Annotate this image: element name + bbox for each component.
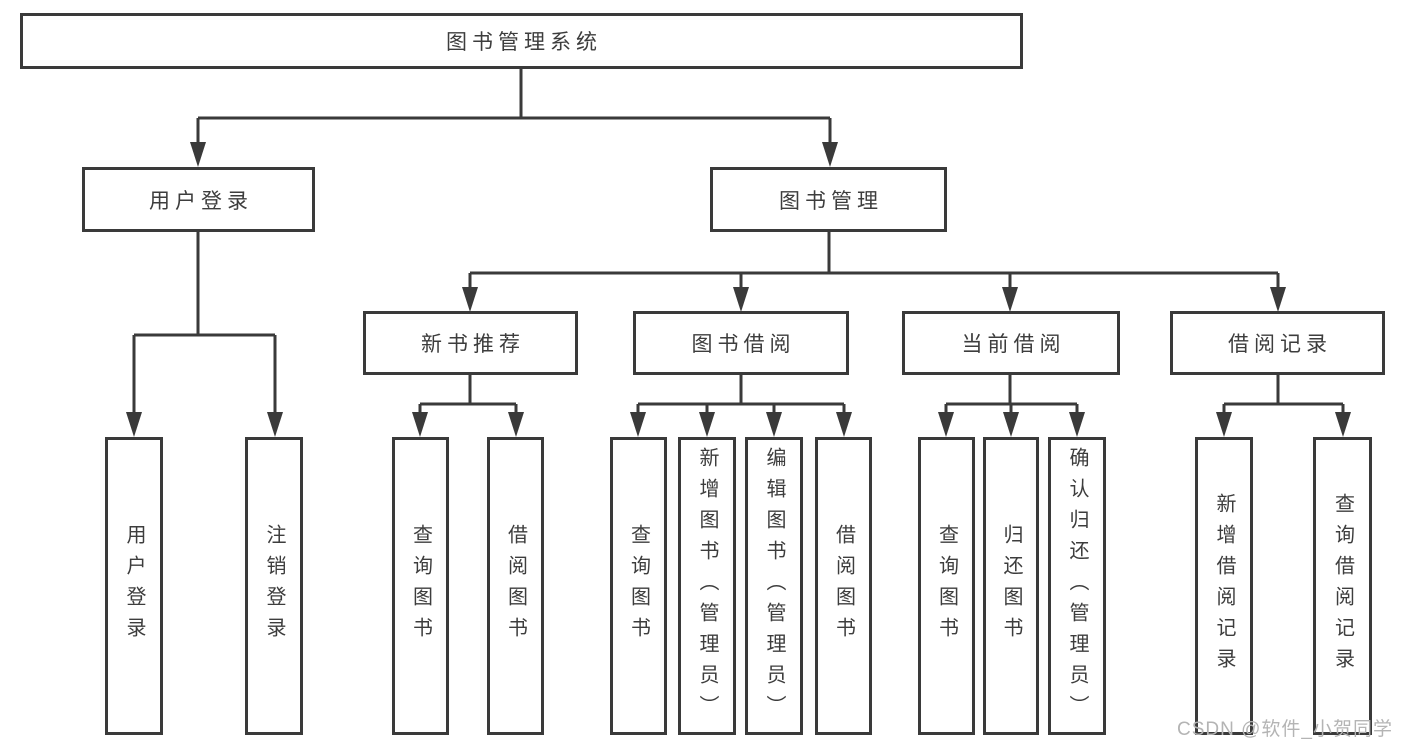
- node-new-book-recommend-label: 新书推荐: [421, 333, 525, 356]
- leaf-query-book-1-label: 查询图书: [409, 524, 432, 648]
- leaf-query-book-2: 查询图书: [610, 437, 667, 735]
- node-user-login: 用户登录: [82, 167, 315, 232]
- leaf-return-book: 归还图书: [983, 437, 1039, 735]
- watermark: CSDN @软件_小贺同学: [1177, 719, 1393, 740]
- leaf-add-borrow-record-label: 新增借阅记录: [1213, 493, 1235, 679]
- leaf-query-book-2-label: 查询图书: [627, 524, 650, 648]
- leaf-query-book-3-label: 查询图书: [935, 524, 958, 648]
- node-book-management-label: 图书管理: [779, 189, 883, 213]
- leaf-user-login: 用户登录: [105, 437, 163, 735]
- leaf-borrow-book-1-label: 借阅图书: [504, 524, 527, 648]
- leaf-edit-book-admin: 编辑图书（管理员）: [745, 437, 803, 735]
- node-system-root: 图书管理系统: [20, 13, 1023, 69]
- node-book-management: 图书管理: [710, 167, 947, 232]
- leaf-add-book-admin: 新增图书（管理员）: [678, 437, 736, 735]
- leaf-borrow-book-2: 借阅图书: [815, 437, 872, 735]
- node-current-borrow-label: 当前借阅: [961, 333, 1066, 356]
- node-book-borrow: 图书借阅: [633, 311, 849, 375]
- node-user-login-label: 用户登录: [149, 189, 253, 213]
- leaf-borrow-book-1: 借阅图书: [487, 437, 544, 735]
- leaf-add-borrow-record: 新增借阅记录: [1195, 437, 1253, 735]
- leaf-add-book-admin-label: 新增图书（管理员）: [696, 446, 718, 726]
- leaf-logout: 注销登录: [245, 437, 303, 735]
- leaf-logout-label: 注销登录: [263, 524, 285, 648]
- leaf-query-borrow-record-label: 查询借阅记录: [1331, 493, 1354, 679]
- leaf-borrow-book-2-label: 借阅图书: [832, 524, 855, 648]
- node-book-borrow-label: 图书借阅: [691, 333, 796, 356]
- connector-tree-lines: [132, 69, 1345, 414]
- leaf-query-book-3: 查询图书: [918, 437, 975, 735]
- node-borrow-records-label: 借阅记录: [1228, 333, 1332, 356]
- node-system-root-label: 图书管理系统: [446, 31, 602, 54]
- node-new-book-recommend: 新书推荐: [363, 311, 578, 375]
- leaf-edit-book-admin-label: 编辑图书（管理员）: [763, 446, 785, 726]
- node-borrow-records: 借阅记录: [1170, 311, 1385, 375]
- leaf-confirm-return-admin-label: 确认归还（管理员）: [1066, 446, 1088, 726]
- leaf-return-book-label: 归还图书: [1000, 524, 1022, 648]
- leaf-query-book-1: 查询图书: [392, 437, 449, 735]
- leaf-query-borrow-record: 查询借阅记录: [1313, 437, 1372, 735]
- leaf-confirm-return-admin: 确认归还（管理员）: [1048, 437, 1106, 735]
- node-current-borrow: 当前借阅: [902, 311, 1120, 375]
- connector-arrowheads: [126, 142, 1351, 437]
- leaf-user-login-label: 用户登录: [123, 524, 145, 648]
